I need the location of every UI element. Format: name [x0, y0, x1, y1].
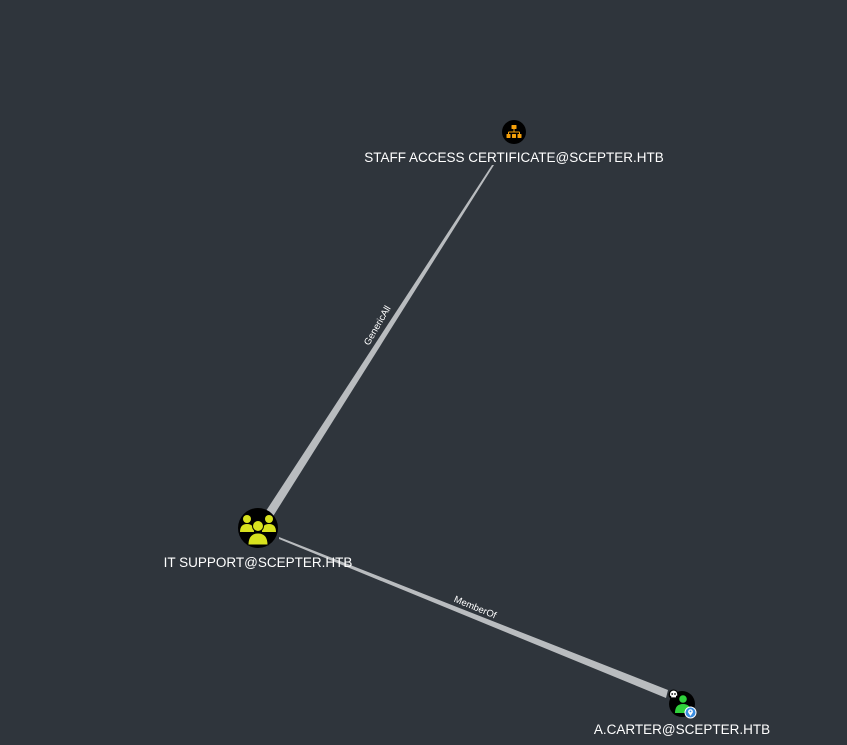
node-it-support[interactable]: IT SUPPORT@SCEPTER.HTB — [164, 508, 353, 570]
node-staff-access-certificate[interactable]: STAFF ACCESS CERTIFICATE@SCEPTER.HTB — [364, 120, 664, 165]
edge-genericall-line[interactable] — [264, 165, 494, 518]
node-a-carter[interactable]: A.CARTER@SCEPTER.HTB — [594, 689, 770, 738]
edge-memberof-line[interactable] — [279, 537, 668, 698]
users-group-icon — [240, 515, 276, 546]
skull-icon — [668, 689, 679, 700]
org-chart-icon — [506, 125, 522, 138]
node-it-support-label: IT SUPPORT@SCEPTER.HTB — [164, 555, 353, 570]
node-a-carter-label: A.CARTER@SCEPTER.HTB — [594, 722, 770, 737]
edge-genericall[interactable]: GenericAll — [264, 165, 494, 518]
location-pin-icon — [684, 706, 697, 719]
node-staff-access-certificate-label: STAFF ACCESS CERTIFICATE@SCEPTER.HTB — [364, 150, 664, 165]
